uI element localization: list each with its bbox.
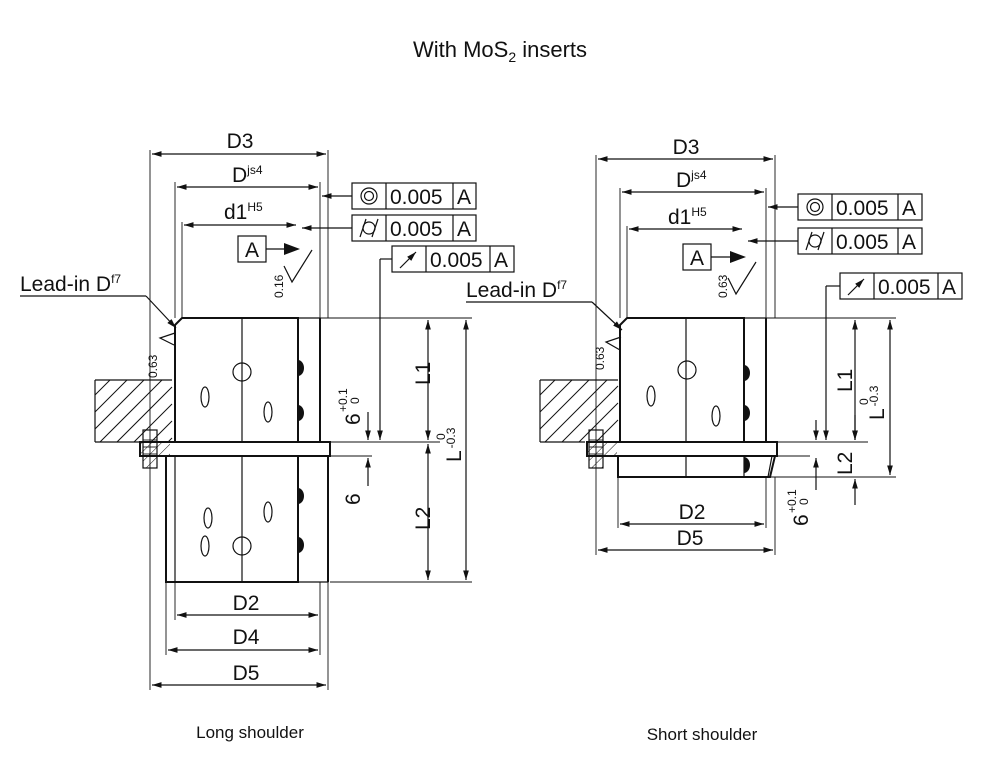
svg-text:0.005: 0.005	[390, 186, 443, 209]
short-lead-in-label: Lead-in Df7	[466, 278, 567, 302]
short-roughness-lead: 0.63	[593, 336, 622, 370]
short-frame-cylindricity: 0.005 A	[748, 227, 923, 255]
long-dim-l1: L1	[412, 362, 435, 385]
cylindricity-icon	[359, 218, 379, 238]
svg-text:0: 0	[434, 433, 448, 440]
long-dim-d1: d1H5	[224, 200, 263, 224]
svg-text:0.005: 0.005	[836, 231, 889, 254]
svg-text:A: A	[494, 249, 508, 272]
short-shoulder-view: D3 Djs4 d1H5 0.005 A	[466, 136, 963, 744]
long-dim-six-a: 6	[342, 413, 365, 425]
short-dim-d3: D3	[673, 136, 700, 159]
concentricity-icon	[360, 187, 378, 205]
long-bush-lower	[165, 455, 299, 583]
svg-text:0: 0	[857, 398, 871, 405]
short-bush-lower	[617, 455, 777, 478]
svg-text:A: A	[902, 231, 916, 254]
short-inserts	[744, 365, 750, 473]
long-dim-d4: D4	[233, 626, 260, 649]
short-datum-a: A	[682, 243, 746, 271]
short-dim-d2: D2	[679, 501, 706, 524]
short-frame-concentricity: 0.005 A	[768, 193, 923, 221]
short-dim-d5: D5	[677, 527, 704, 550]
short-holes	[646, 360, 721, 427]
long-frame-runout: 0.005 A	[377, 245, 515, 440]
svg-text:A: A	[902, 197, 916, 220]
short-dim-l: L-0.3	[866, 385, 889, 420]
long-dim-d5: D5	[233, 662, 260, 685]
svg-text:0.63: 0.63	[716, 274, 730, 298]
caption-long-shoulder: Long shoulder	[196, 723, 304, 742]
short-dim-d: Djs4	[676, 168, 707, 192]
runout-icon	[399, 251, 417, 269]
long-holes	[200, 362, 273, 557]
svg-text:A: A	[690, 247, 704, 270]
svg-text:0.005: 0.005	[430, 249, 483, 272]
long-housing	[94, 379, 173, 443]
svg-text:0.005: 0.005	[390, 218, 443, 241]
svg-text:0: 0	[797, 498, 811, 505]
short-roughness-bore: 0.63	[716, 261, 757, 298]
long-bush-upper	[174, 317, 299, 443]
long-roughness-bore: 0.16	[272, 249, 313, 298]
svg-text:A: A	[942, 276, 956, 299]
svg-text:0.005: 0.005	[878, 276, 931, 299]
svg-text:A: A	[457, 218, 471, 241]
long-dim-d3: D3	[227, 130, 254, 153]
short-frame-runout: 0.005 A	[823, 272, 963, 440]
short-housing	[539, 379, 619, 443]
svg-text:0.63: 0.63	[146, 354, 160, 378]
long-dim-l: L-0.3	[443, 427, 466, 462]
long-frame-cylindricity: 0.005 A	[302, 214, 477, 242]
short-dim-l1: L1	[834, 369, 857, 392]
runout-icon	[847, 278, 865, 296]
cylindricity-icon	[805, 231, 825, 251]
long-roughness-lead: 0.63	[146, 332, 176, 378]
svg-text:0: 0	[348, 397, 362, 404]
long-datum-a: A	[237, 235, 300, 263]
long-lead-in-label: Lead-in Df7	[20, 272, 121, 296]
long-dim-d: Djs4	[232, 163, 263, 187]
svg-text:0.63: 0.63	[593, 346, 607, 370]
svg-text:0.16: 0.16	[272, 274, 286, 298]
long-dim-six-b: 6	[342, 493, 365, 505]
svg-text:+0.1: +0.1	[336, 388, 350, 412]
short-dim-six: 6	[790, 514, 813, 526]
svg-text:A: A	[245, 239, 259, 262]
long-shoulder-view: D3 Djs4 d1H5 0.005 A	[20, 130, 515, 742]
caption-short-shoulder: Short shoulder	[647, 725, 758, 744]
long-dim-l2: L2	[412, 507, 435, 530]
long-inserts	[298, 360, 304, 553]
drawing-title: With MoS2 inserts	[413, 37, 587, 65]
concentricity-icon	[806, 198, 824, 216]
svg-text:0.005: 0.005	[836, 197, 889, 220]
short-bush-upper	[619, 317, 745, 443]
short-dim-d1: d1H5	[668, 205, 707, 229]
svg-text:A: A	[457, 186, 471, 209]
long-frame-concentricity: 0.005 A	[322, 182, 477, 210]
svg-text:+0.1: +0.1	[785, 489, 799, 513]
long-dim-d2: D2	[233, 592, 260, 615]
short-dim-l2: L2	[834, 452, 857, 475]
